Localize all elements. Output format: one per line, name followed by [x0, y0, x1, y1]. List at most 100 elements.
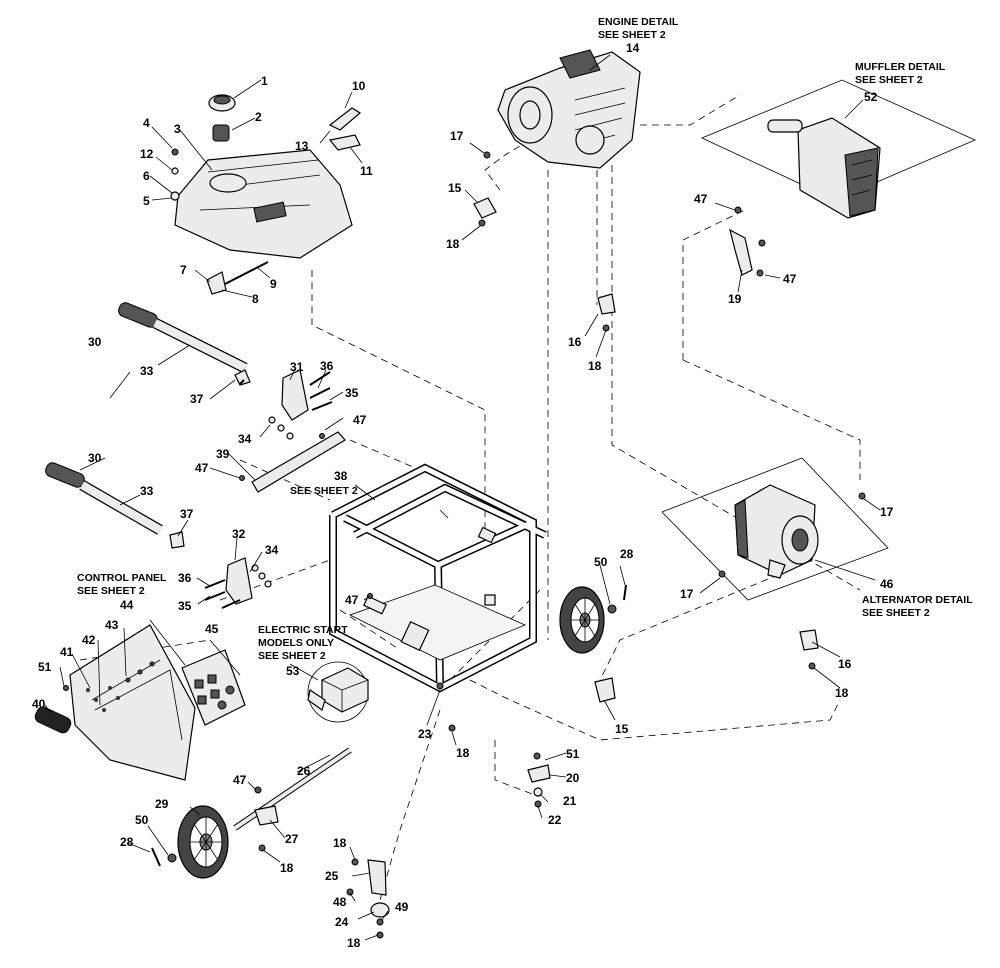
callout-19: 19: [728, 292, 742, 306]
callout-9: 9: [270, 277, 277, 291]
callout-3: 3: [174, 122, 181, 136]
muffler-bracket: [729, 228, 753, 276]
callout-8: 8: [252, 292, 259, 306]
handle-group-lower: [45, 462, 272, 609]
battery-box: [321, 667, 369, 713]
callout-11: 11: [360, 164, 373, 178]
control-panel-title: CONTROL PANEL: [77, 572, 167, 584]
handle-group-upper: [118, 302, 333, 440]
callout-12: 12: [140, 147, 154, 161]
callout-15-engine: 15: [448, 181, 462, 195]
callout-28-left: 28: [120, 835, 134, 849]
callout-16-engine: 16: [568, 335, 582, 349]
callout-42: 42: [82, 633, 96, 647]
engine-detail: [473, 49, 641, 332]
callout-14: 14: [626, 41, 640, 55]
callout-13: 13: [295, 139, 309, 153]
callout-48: 48: [333, 895, 347, 909]
callout-47-rail-left: 47: [195, 461, 209, 475]
control-panel-faceplate: [181, 649, 246, 726]
muffler-detail-ref: SEE SHEET 2: [855, 74, 923, 86]
wheel-right: [559, 584, 627, 654]
alternator-detail-plate: [661, 457, 889, 601]
callout-49: 49: [395, 900, 409, 914]
frame-ref: SEE SHEET 2: [290, 485, 358, 497]
callout-35-upper: 35: [345, 386, 359, 400]
vibration-mount-right: [799, 629, 819, 651]
callout-18-foot-upper: 18: [333, 836, 347, 850]
callout-30-lower: 30: [88, 451, 102, 465]
fuel-valve: [206, 271, 227, 295]
callout-27: 27: [285, 832, 299, 846]
callout-47-muffler-lower: 47: [783, 272, 797, 286]
callout-36-upper: 36: [320, 359, 334, 373]
callout-47-axle: 47: [233, 773, 247, 787]
callout-44: 44: [120, 598, 134, 612]
engine-detail-title: ENGINE DETAIL: [598, 16, 679, 28]
callout-28-right: 28: [620, 547, 634, 561]
callout-43: 43: [105, 618, 119, 632]
callout-21: 21: [563, 794, 577, 808]
callout-53: 53: [286, 664, 300, 678]
callout-50-right: 50: [594, 555, 608, 569]
callout-31: 31: [290, 360, 304, 374]
callout-17-alternator-right: 17: [880, 505, 894, 519]
callout-37-lower: 37: [180, 507, 194, 521]
fuel-strainer: [212, 124, 230, 142]
callout-45: 45: [205, 622, 219, 636]
handle-grip-upper: [118, 302, 158, 328]
callout-1: 1: [261, 74, 268, 88]
control-panel-group: [34, 624, 246, 781]
callout-10: 10: [352, 79, 366, 93]
annotations: ENGINE DETAIL SEE SHEET 2 MUFFLER DETAIL…: [77, 16, 973, 662]
callout-17-engine: 17: [450, 129, 464, 143]
alternator-detail-ref: SEE SHEET 2: [862, 607, 930, 619]
muffler-detail-plate: [701, 79, 976, 201]
vibration-mount: [597, 293, 616, 315]
alternator-detail: [594, 484, 866, 703]
callout-18-frame: 18: [456, 746, 470, 760]
callout-26: 26: [297, 764, 311, 778]
rubber-foot: [370, 902, 390, 918]
main-frame: [329, 463, 547, 693]
electric-start-group: [307, 661, 369, 723]
callout-4: 4: [143, 116, 150, 130]
callout-41: 41: [60, 645, 74, 659]
callout-51-panel: 51: [38, 660, 52, 674]
callout-18-alternator: 18: [835, 686, 849, 700]
callout-7: 7: [180, 263, 187, 277]
axle-bracket: [254, 805, 279, 826]
frame-mount-bracket: [594, 677, 616, 703]
control-panel-housing: [69, 624, 196, 781]
callout-47-rail: 47: [353, 413, 367, 427]
handle-grip-lower: [45, 462, 85, 488]
fuel-tank-group: [170, 94, 362, 295]
callout-39: 39: [216, 447, 230, 461]
electric-start-note: MODELS ONLY: [258, 637, 334, 649]
muffler-detail-title: MUFFLER DETAIL: [855, 61, 946, 73]
callout-50-left: 50: [135, 813, 149, 827]
callout-15-alternator: 15: [615, 722, 629, 736]
callout-47-frame: 47: [345, 593, 359, 607]
muffler-detail: [729, 117, 881, 277]
foot-bracket: [367, 859, 387, 896]
callout-18-axle: 18: [280, 861, 294, 875]
callout-20: 20: [566, 771, 580, 785]
callout-37-upper: 37: [190, 392, 204, 406]
handle-bracket-lower: [225, 557, 253, 605]
callout-17-alternator-left: 17: [680, 587, 694, 601]
callout-22: 22: [548, 813, 562, 827]
callout-numbers: 1 2 3 4 5 6 7 8 9 10 11 12 13 14 15 15 1…: [32, 41, 894, 950]
engine-mount-bracket: [473, 197, 497, 219]
callout-25: 25: [325, 869, 339, 883]
callout-23: 23: [418, 727, 432, 741]
callout-46: 46: [880, 577, 894, 591]
control-panel-ref: SEE SHEET 2: [77, 585, 145, 597]
callout-29: 29: [155, 797, 169, 811]
callout-36-lower: 36: [178, 571, 192, 585]
leader-lines: [44, 54, 881, 941]
callout-34-lower: 34: [265, 543, 279, 557]
callout-5: 5: [143, 194, 150, 208]
